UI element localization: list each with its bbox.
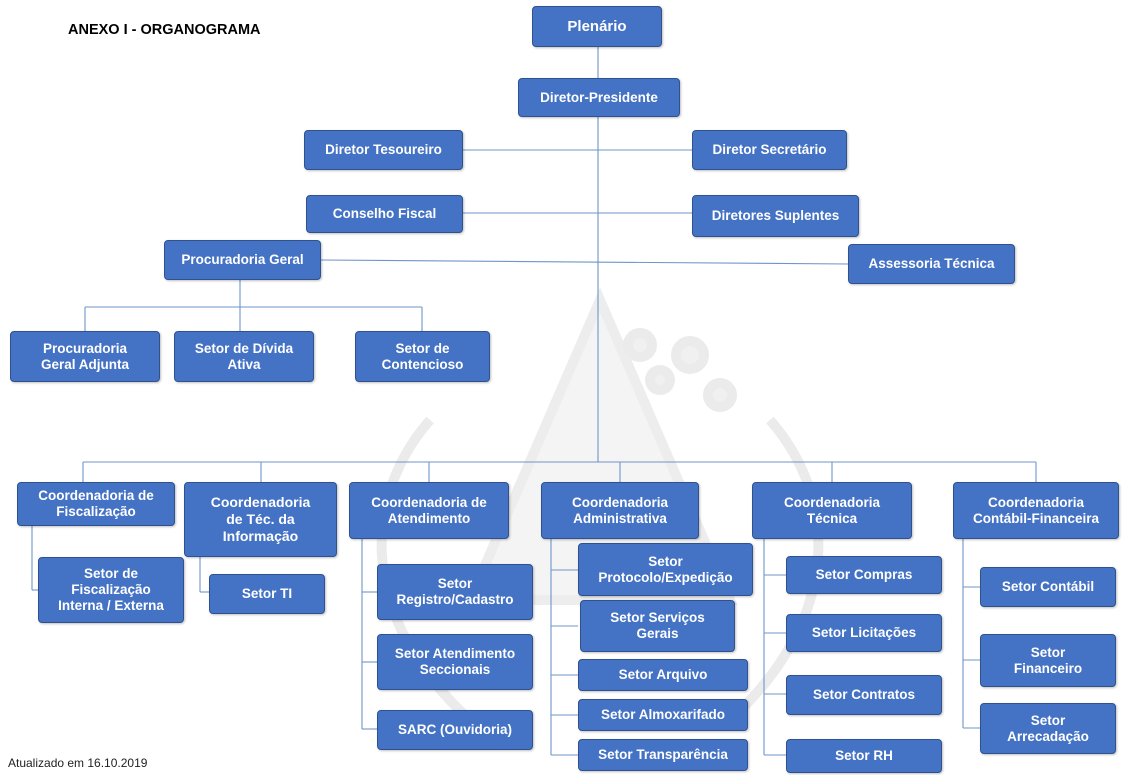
node-label: Setor de Fiscalização Interna / Externa xyxy=(58,566,164,613)
node-coord-contabil: Coordenadoria Contábil-Financeira xyxy=(953,482,1119,539)
node-label: Plenário xyxy=(567,18,627,35)
node-label: Procuradoria Geral Adjunta xyxy=(40,340,129,372)
node-label: Coordenadoria de Téc. da Informação xyxy=(210,494,311,544)
node-procuradoria-geral-adjunta: Procuradoria Geral Adjunta xyxy=(10,331,160,382)
node-label: Assessoria Técnica xyxy=(868,256,995,271)
node-label: Coordenadoria Contábil-Financeira xyxy=(972,494,1099,526)
node-label: Setor Licitações xyxy=(811,625,917,640)
node-setor-servicos-gerais: Setor Serviços Gerais xyxy=(580,600,735,652)
node-setor-contencioso: Setor de Contencioso xyxy=(355,331,490,382)
node-label: Setor Serviços Gerais xyxy=(610,610,705,641)
node-label: Coordenadoria de Atendimento xyxy=(371,494,487,526)
node-label: Coordenadoria Administrativa xyxy=(571,494,668,526)
node-setor-contabil: Setor Contábil xyxy=(980,567,1116,607)
node-setor-atendimento-seccionais: Setor Atendimento Seccionais xyxy=(377,634,533,690)
node-label: SARC (Ouvidoria) xyxy=(397,722,512,737)
node-label: Setor Transparência xyxy=(598,747,728,762)
node-setor-almoxarifado: Setor Almoxarifado xyxy=(578,699,748,731)
node-label: Diretor Tesoureiro xyxy=(325,142,442,157)
node-label: Setor Arrecadação xyxy=(1007,712,1089,744)
node-plenario: Plenário xyxy=(532,6,662,47)
node-diretor-presidente: Diretor-Presidente xyxy=(518,78,680,117)
node-conselho-fiscal: Conselho Fiscal xyxy=(306,195,463,233)
node-label: Setor Financeiro xyxy=(1013,644,1083,676)
node-coord-administrativa: Coordenadoria Administrativa xyxy=(541,482,699,539)
node-label: Setor de Contencioso xyxy=(381,340,464,372)
node-label: Setor Registro/Cadastro xyxy=(396,576,514,607)
node-label: Coordenadoria de Fiscalização xyxy=(38,488,154,519)
node-setor-fiscalizacao: Setor de Fiscalização Interna / Externa xyxy=(38,557,184,623)
page-title: ANEXO I - ORGANOGRAMA xyxy=(68,22,261,38)
node-label: Setor Almoxarifado xyxy=(600,707,726,722)
node-label: Diretor Secretário xyxy=(712,142,827,157)
node-sarc: SARC (Ouvidoria) xyxy=(377,710,533,750)
node-setor-arrecadacao: Setor Arrecadação xyxy=(980,703,1116,754)
node-setor-rh: Setor RH xyxy=(786,739,942,773)
node-coord-tecnica: Coordenadoria Técnica xyxy=(752,482,912,539)
node-label: Diretor-Presidente xyxy=(540,89,658,105)
node-setor-divida-ativa: Setor de Dívida Ativa xyxy=(174,331,314,382)
node-label: Setor de Dívida Ativa xyxy=(194,340,294,372)
node-setor-ti: Setor TI xyxy=(209,574,325,614)
node-coord-tec-informacao: Coordenadoria de Téc. da Informação xyxy=(184,482,337,557)
node-label: Setor RH xyxy=(835,748,893,763)
updated-date-note: Atualizado em 16.10.2019 xyxy=(8,756,148,770)
node-setor-contratos: Setor Contratos xyxy=(786,675,942,715)
node-label: Setor Atendimento Seccionais xyxy=(394,646,516,677)
node-setor-transparencia: Setor Transparência xyxy=(578,739,748,771)
node-diretor-secretario: Diretor Secretário xyxy=(692,130,847,170)
node-label: Setor Arquivo xyxy=(618,667,708,682)
node-diretor-tesoureiro: Diretor Tesoureiro xyxy=(304,130,463,170)
node-label: Setor TI xyxy=(241,586,293,601)
node-diretores-suplentes: Diretores Suplentes xyxy=(692,195,859,237)
node-label: Procuradoria Geral xyxy=(181,252,304,267)
node-coord-atendimento: Coordenadoria de Atendimento xyxy=(349,482,509,539)
node-coord-fiscalizacao: Coordenadoria de Fiscalização xyxy=(17,482,175,526)
node-assessoria-tecnica: Assessoria Técnica xyxy=(848,244,1015,284)
node-setor-registro: Setor Registro/Cadastro xyxy=(377,564,533,620)
node-setor-arquivo: Setor Arquivo xyxy=(578,659,748,691)
node-procuradoria-geral: Procuradoria Geral xyxy=(164,240,321,280)
node-label: Conselho Fiscal xyxy=(332,206,437,221)
node-setor-licitacoes: Setor Licitações xyxy=(786,614,942,652)
node-setor-protocolo: Setor Protocolo/Expedição xyxy=(578,543,753,596)
node-label: Setor Compras xyxy=(815,567,913,582)
node-label: Setor Contratos xyxy=(812,687,915,702)
node-label: Diretores Suplentes xyxy=(711,208,840,223)
node-label: Coordenadoria Técnica xyxy=(783,494,880,526)
node-setor-compras: Setor Compras xyxy=(786,556,942,594)
node-setor-financeiro: Setor Financeiro xyxy=(980,634,1116,687)
node-label: Setor Contábil xyxy=(1001,579,1095,594)
node-label: Setor Protocolo/Expedição xyxy=(598,553,733,585)
